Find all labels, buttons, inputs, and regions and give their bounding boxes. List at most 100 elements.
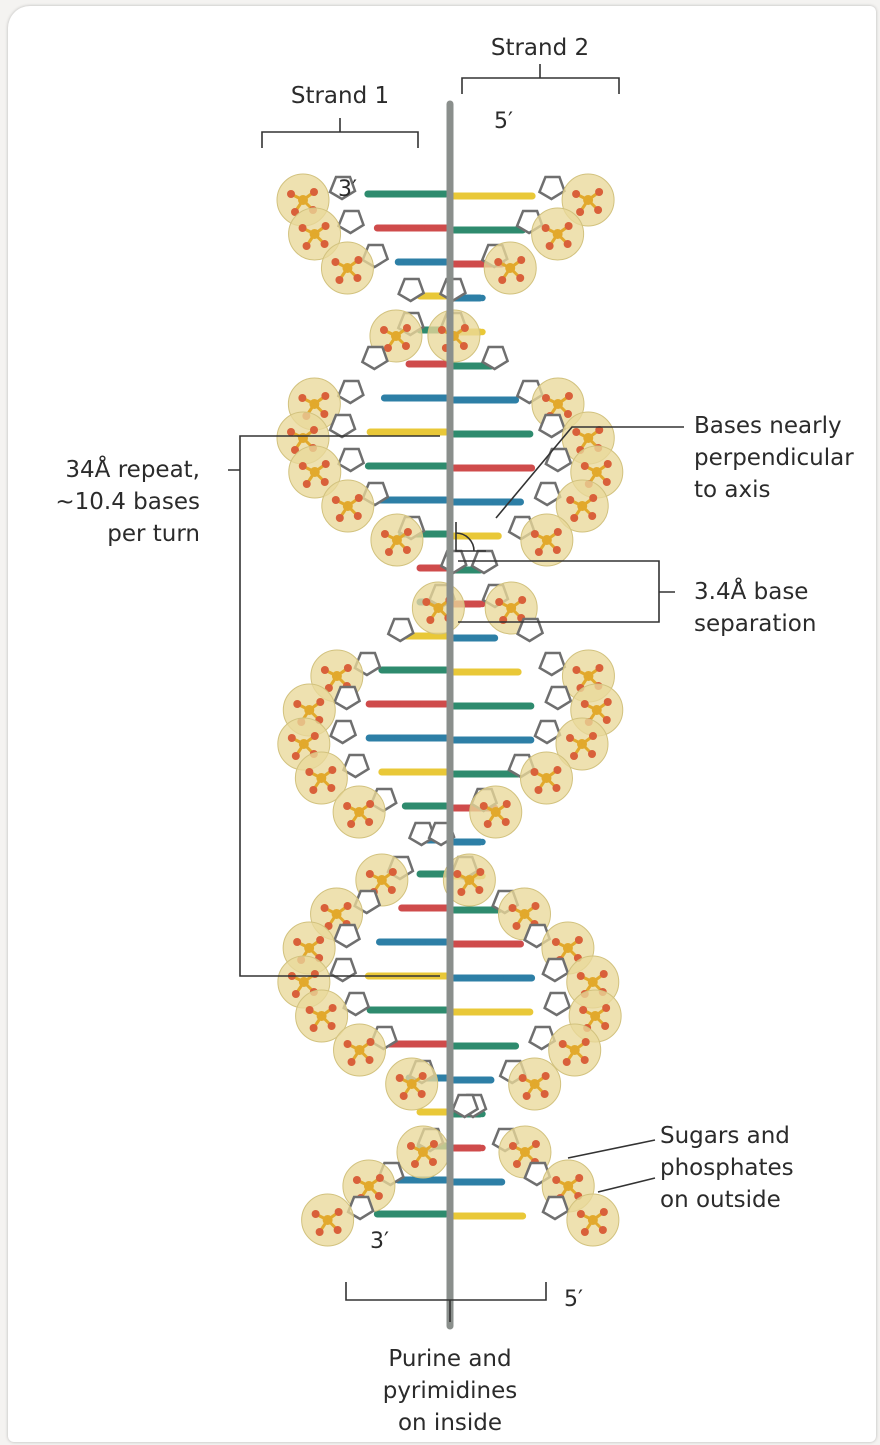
strand1-oxygen bbox=[553, 546, 561, 554]
strand2-oxygen bbox=[495, 598, 503, 606]
strand2-oxygen bbox=[336, 514, 344, 522]
strand2-oxygen bbox=[588, 750, 596, 758]
strand1-label: Strand 1 bbox=[270, 80, 410, 112]
strand2-oxygen bbox=[513, 1160, 521, 1168]
base-atom bbox=[437, 939, 443, 945]
strand1-oxygen bbox=[542, 1072, 550, 1080]
strand1-oxygen bbox=[570, 514, 578, 522]
base-atom bbox=[437, 225, 443, 231]
strand2-oxygen bbox=[484, 820, 492, 828]
strand2-oxygen bbox=[575, 1174, 583, 1182]
base-atom bbox=[415, 429, 421, 435]
strand1-oxygen bbox=[542, 394, 550, 402]
strand1-sugar bbox=[331, 721, 356, 743]
base-atom bbox=[416, 259, 422, 265]
base-atom bbox=[498, 465, 504, 471]
base-atom bbox=[432, 803, 438, 809]
strand1-oxygen bbox=[322, 222, 330, 230]
base-atom bbox=[496, 1179, 502, 1185]
strand1-sugar bbox=[335, 687, 360, 709]
strand1-oxygen bbox=[347, 820, 355, 828]
base-atom bbox=[389, 395, 395, 401]
strand1-oxygen bbox=[457, 888, 465, 896]
strand1-oxygen bbox=[407, 1142, 415, 1150]
base-atom bbox=[472, 601, 478, 607]
strand1-sugar bbox=[540, 415, 565, 437]
strand2-oxygen bbox=[604, 698, 612, 706]
strand2-oxygen bbox=[298, 394, 306, 402]
base-atom bbox=[491, 771, 497, 777]
base-atom bbox=[497, 1009, 503, 1015]
base-atom bbox=[402, 497, 408, 503]
strand2-oxygen bbox=[396, 1074, 404, 1082]
strand2-oxygen bbox=[293, 938, 301, 946]
strand1-oxygen bbox=[310, 188, 318, 196]
base-atom bbox=[469, 907, 475, 913]
strand1-oxygen bbox=[541, 1090, 549, 1098]
base-atom bbox=[429, 1177, 435, 1183]
base-atom bbox=[473, 1043, 479, 1049]
base-atom bbox=[432, 565, 438, 571]
strand1-oxygen bbox=[565, 392, 573, 400]
strand2-oxygen bbox=[517, 256, 525, 264]
base-atom bbox=[414, 701, 420, 707]
strand2-oxygen bbox=[418, 1090, 426, 1098]
base-atom bbox=[479, 1145, 485, 1151]
strand2-oxygen bbox=[576, 208, 584, 216]
repeat-label: 34Å repeat, ~10.4 bases per turn bbox=[28, 454, 200, 550]
base-atom bbox=[418, 1211, 424, 1217]
separation-label: 3.4Å base separation bbox=[694, 576, 816, 640]
strand1-oxygen bbox=[512, 922, 520, 930]
base-atom bbox=[394, 463, 400, 469]
base-atom bbox=[387, 667, 393, 673]
base-atom bbox=[492, 941, 498, 947]
strand2-oxygen bbox=[348, 1058, 356, 1066]
base-atom bbox=[403, 259, 409, 265]
strand2-oxygen bbox=[329, 1004, 337, 1012]
base-atom bbox=[435, 735, 441, 741]
strand1-oxygen bbox=[312, 1210, 320, 1218]
strand2-oxygen bbox=[509, 1142, 517, 1150]
strand2-oxygen bbox=[310, 426, 318, 434]
strand1-oxygen bbox=[519, 1074, 527, 1082]
strand1-oxygen bbox=[600, 970, 608, 978]
base-atom bbox=[467, 363, 473, 369]
strand2-oxygen bbox=[516, 274, 524, 282]
strand1-oxygen bbox=[303, 242, 311, 250]
base-atom bbox=[404, 667, 410, 673]
strand2-oxygen bbox=[320, 410, 328, 418]
strand2-sugar bbox=[338, 381, 363, 403]
strand2-sugar bbox=[362, 347, 387, 369]
base-atom bbox=[414, 735, 420, 741]
base-atom bbox=[479, 295, 485, 301]
base-atom bbox=[394, 701, 400, 707]
base-atom bbox=[490, 1043, 496, 1049]
strand1-oxygen bbox=[579, 1006, 587, 1014]
base-atom bbox=[464, 1145, 470, 1151]
base-atom bbox=[477, 431, 483, 437]
strand1-oxygen bbox=[375, 1192, 383, 1200]
strand1-top-end-label: 3′ bbox=[338, 174, 357, 206]
strand2-oxygen bbox=[530, 768, 538, 776]
base-atom bbox=[393, 191, 399, 197]
base-atom bbox=[518, 193, 524, 199]
strand1-oxygen bbox=[293, 700, 301, 708]
strand2-sugar bbox=[539, 177, 564, 199]
base-atom bbox=[429, 259, 435, 265]
base-atom bbox=[457, 669, 463, 675]
base-atom bbox=[422, 1041, 428, 1047]
strand1-sugar bbox=[546, 449, 571, 471]
base-atom bbox=[457, 703, 463, 709]
base-atom bbox=[387, 769, 393, 775]
base-atom bbox=[481, 907, 487, 913]
base-atom bbox=[457, 465, 463, 471]
strand1-oxygen bbox=[581, 462, 589, 470]
base-atom bbox=[421, 769, 427, 775]
base-atom bbox=[424, 361, 430, 367]
base-atom bbox=[491, 669, 497, 675]
base-atom bbox=[457, 737, 463, 743]
strand2-oxygen bbox=[384, 344, 392, 352]
strand1-oxygen bbox=[354, 256, 362, 264]
strand2-oxygen bbox=[546, 242, 554, 250]
inside-label: Purine and pyrimidines on inside bbox=[360, 1343, 540, 1439]
